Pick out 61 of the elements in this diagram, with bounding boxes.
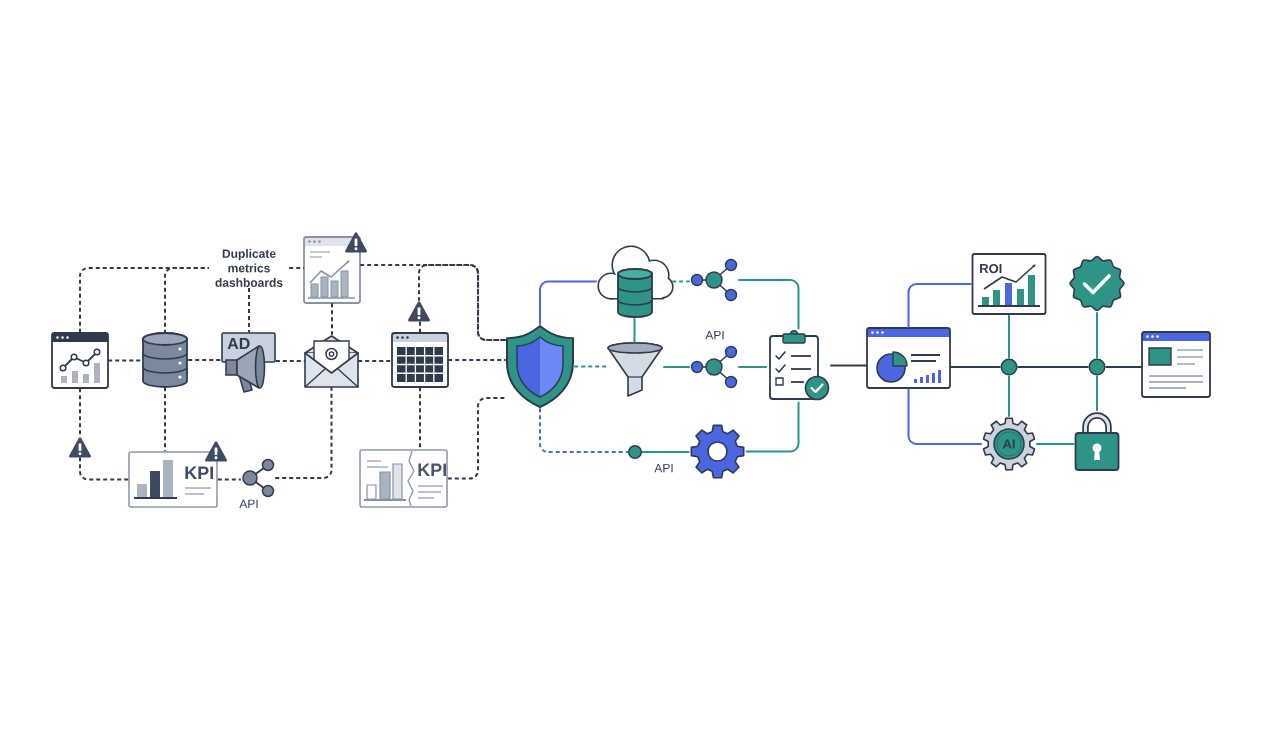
dashboard-window-icon	[51, 332, 109, 389]
connector-line	[829, 364, 868, 367]
connector-line	[1008, 313, 1010, 360]
connector-line	[418, 264, 507, 341]
connector-line	[737, 366, 768, 368]
padlock-icon	[1074, 412, 1120, 471]
connector-line	[274, 386, 333, 479]
connector-line	[447, 359, 507, 361]
document-window-icon	[1141, 331, 1211, 398]
connector-line	[187, 359, 223, 361]
connector-line	[1035, 443, 1076, 445]
shield-icon	[506, 325, 574, 408]
connector-line	[662, 366, 691, 368]
connector-line	[357, 360, 393, 362]
connector-line	[164, 386, 166, 453]
callout-text: Duplicate metrics dashboards	[215, 249, 283, 287]
connector-line	[446, 397, 507, 480]
connector-line	[671, 280, 691, 283]
connector-line	[274, 360, 306, 362]
connector-line	[539, 407, 629, 453]
spreadsheet-window-icon	[391, 332, 449, 388]
connector-line	[744, 400, 800, 453]
connector-line	[1096, 311, 1098, 360]
connector-line	[248, 287, 250, 334]
checklist-clipboard-icon	[769, 330, 830, 401]
connector-line	[419, 320, 421, 334]
connector-line	[907, 387, 983, 445]
node-caption: API	[239, 499, 258, 508]
connector-line	[359, 264, 507, 341]
connector-line	[107, 359, 143, 362]
text-label: API	[654, 463, 673, 473]
database-icon	[142, 332, 188, 388]
connector-line	[1104, 366, 1143, 368]
share-icon	[690, 345, 738, 389]
text-label: API	[705, 330, 724, 340]
envelope-icon	[304, 335, 359, 388]
cloud-database-icon	[597, 245, 674, 318]
connector-line	[573, 365, 608, 368]
share-icon	[690, 258, 738, 302]
connector-line	[641, 451, 691, 453]
connector-line	[539, 280, 598, 326]
connector-line	[79, 456, 130, 481]
connector-line	[331, 302, 333, 336]
connector-line	[1008, 374, 1010, 418]
warning-icon	[408, 301, 430, 322]
funnel-icon	[607, 342, 663, 397]
connector-line	[1096, 374, 1098, 412]
connector-line	[907, 283, 973, 329]
junction-dot	[1000, 358, 1018, 376]
connector-line	[633, 317, 636, 344]
connector-line	[1016, 366, 1090, 368]
connector-line	[949, 366, 1002, 368]
connector-line	[164, 267, 210, 334]
connector-line	[216, 478, 242, 481]
gear-icon	[690, 424, 745, 479]
check-badge-icon	[1069, 255, 1125, 312]
warning-icon	[69, 437, 91, 458]
connector-line	[737, 279, 800, 331]
junction-dot	[1088, 358, 1106, 376]
connector-line	[288, 267, 305, 269]
pie-chart-window-icon	[866, 327, 951, 389]
